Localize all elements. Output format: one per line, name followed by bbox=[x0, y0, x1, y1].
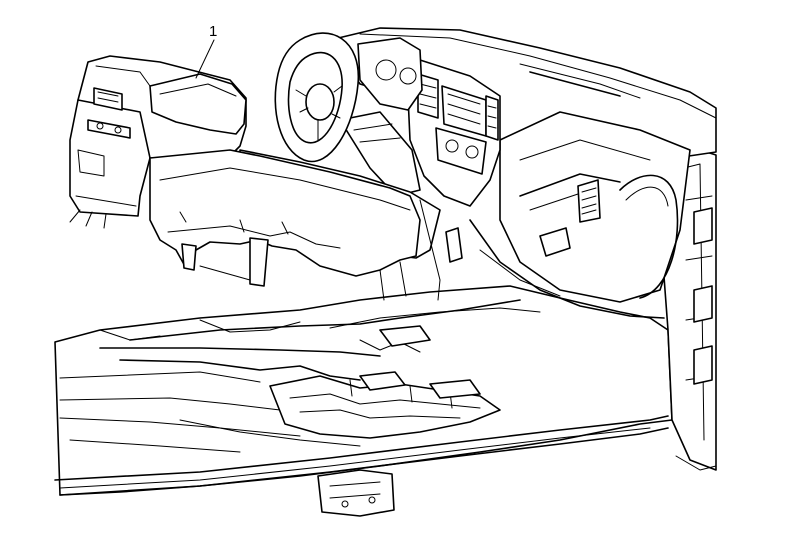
callout-leader bbox=[195, 39, 215, 79]
floor-console bbox=[69, 55, 421, 287]
floor-pan bbox=[54, 285, 673, 517]
instrument-panel bbox=[239, 27, 717, 319]
callout-1: 1 bbox=[195, 23, 217, 79]
callout-label: 1 bbox=[209, 23, 217, 40]
